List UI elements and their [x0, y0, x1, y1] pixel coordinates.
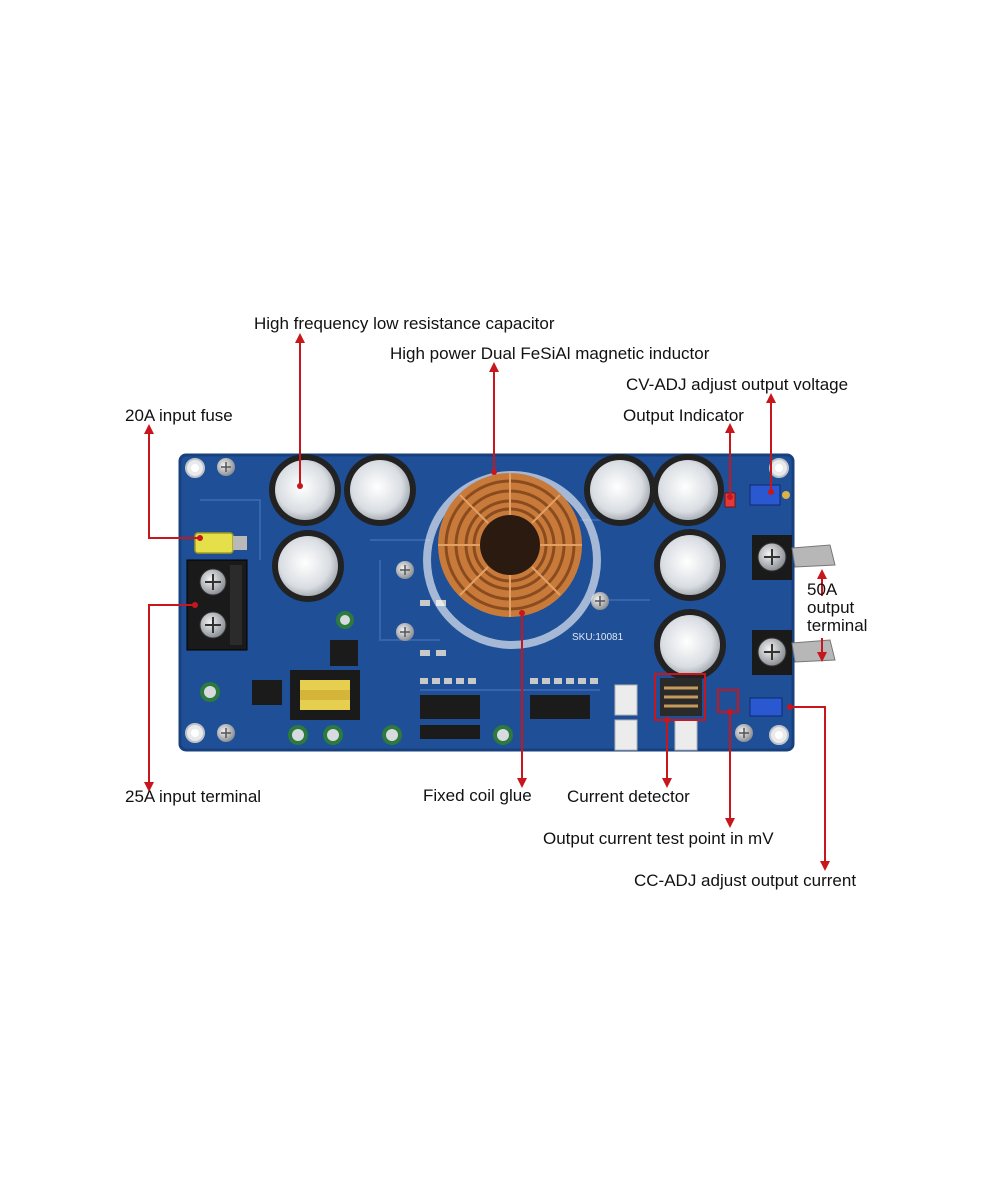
leader-lines: [148, 337, 826, 867]
mounting-holes: [185, 458, 789, 745]
label-output-terminal-line1: 50A: [807, 580, 838, 599]
label-test-point: Output current test point in mV: [543, 829, 774, 848]
toroid-inductor: [423, 471, 601, 649]
label-inductor: High power Dual FeSiAl magnetic inductor: [390, 344, 710, 363]
label-cv-adj: CV-ADJ adjust output voltage: [626, 375, 849, 394]
label-output-indicator: Output Indicator: [623, 406, 744, 425]
fuse: [194, 532, 247, 554]
label-input-fuse: 20A input fuse: [125, 406, 233, 425]
label-cc-adj: CC-ADJ adjust output current: [634, 871, 857, 890]
input-capacitors: [269, 454, 416, 602]
label-output-terminal: 50A output terminal: [807, 581, 867, 635]
output-terminals: [752, 535, 836, 675]
label-output-terminal-line2: output: [807, 598, 855, 617]
input-terminal-block: [186, 559, 248, 651]
cc-potentiometer: [749, 697, 783, 717]
output-capacitors: [584, 454, 726, 681]
transformer: [290, 670, 360, 720]
arrow-heads: [144, 333, 830, 871]
label-output-terminal-line3: terminal: [807, 616, 868, 635]
label-capacitor: High frequency low resistance capacitor: [254, 314, 555, 333]
sku-silkscreen: SKU:10081: [572, 632, 624, 643]
label-coil-glue: Fixed coil glue: [423, 786, 532, 805]
label-input-terminal: 25A input terminal: [125, 787, 262, 806]
label-current-detector: Current detector: [567, 787, 690, 806]
cv-potentiometer: [749, 484, 781, 506]
